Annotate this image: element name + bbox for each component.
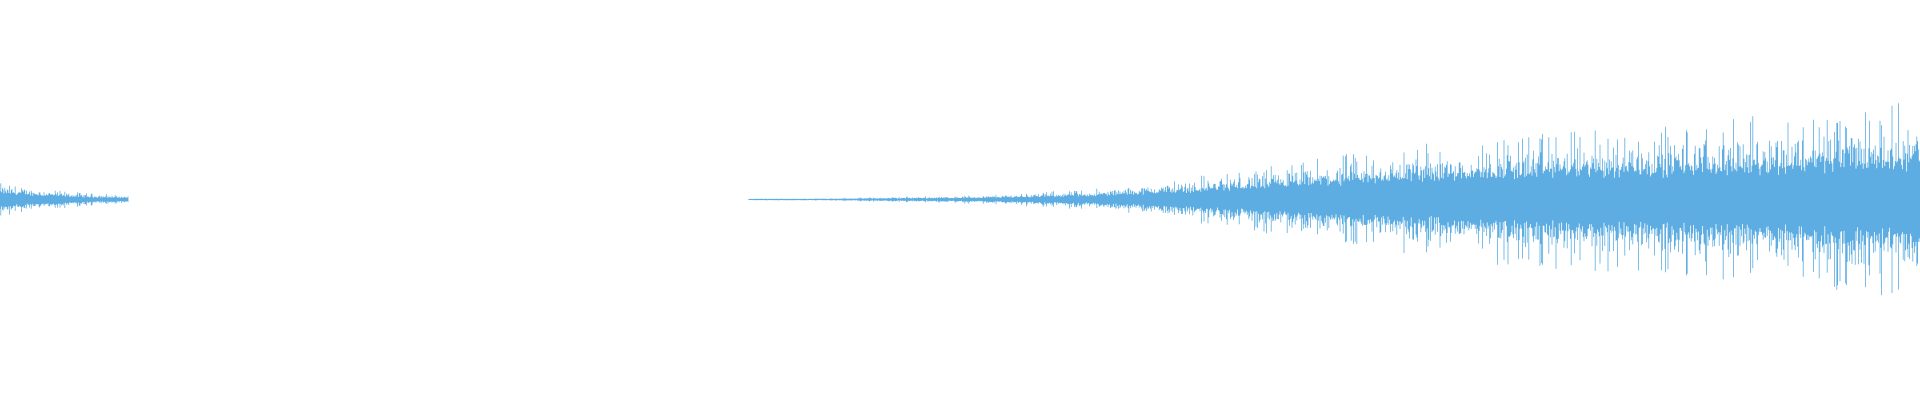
waveform-path <box>0 103 1920 296</box>
waveform-bars <box>0 103 1920 296</box>
